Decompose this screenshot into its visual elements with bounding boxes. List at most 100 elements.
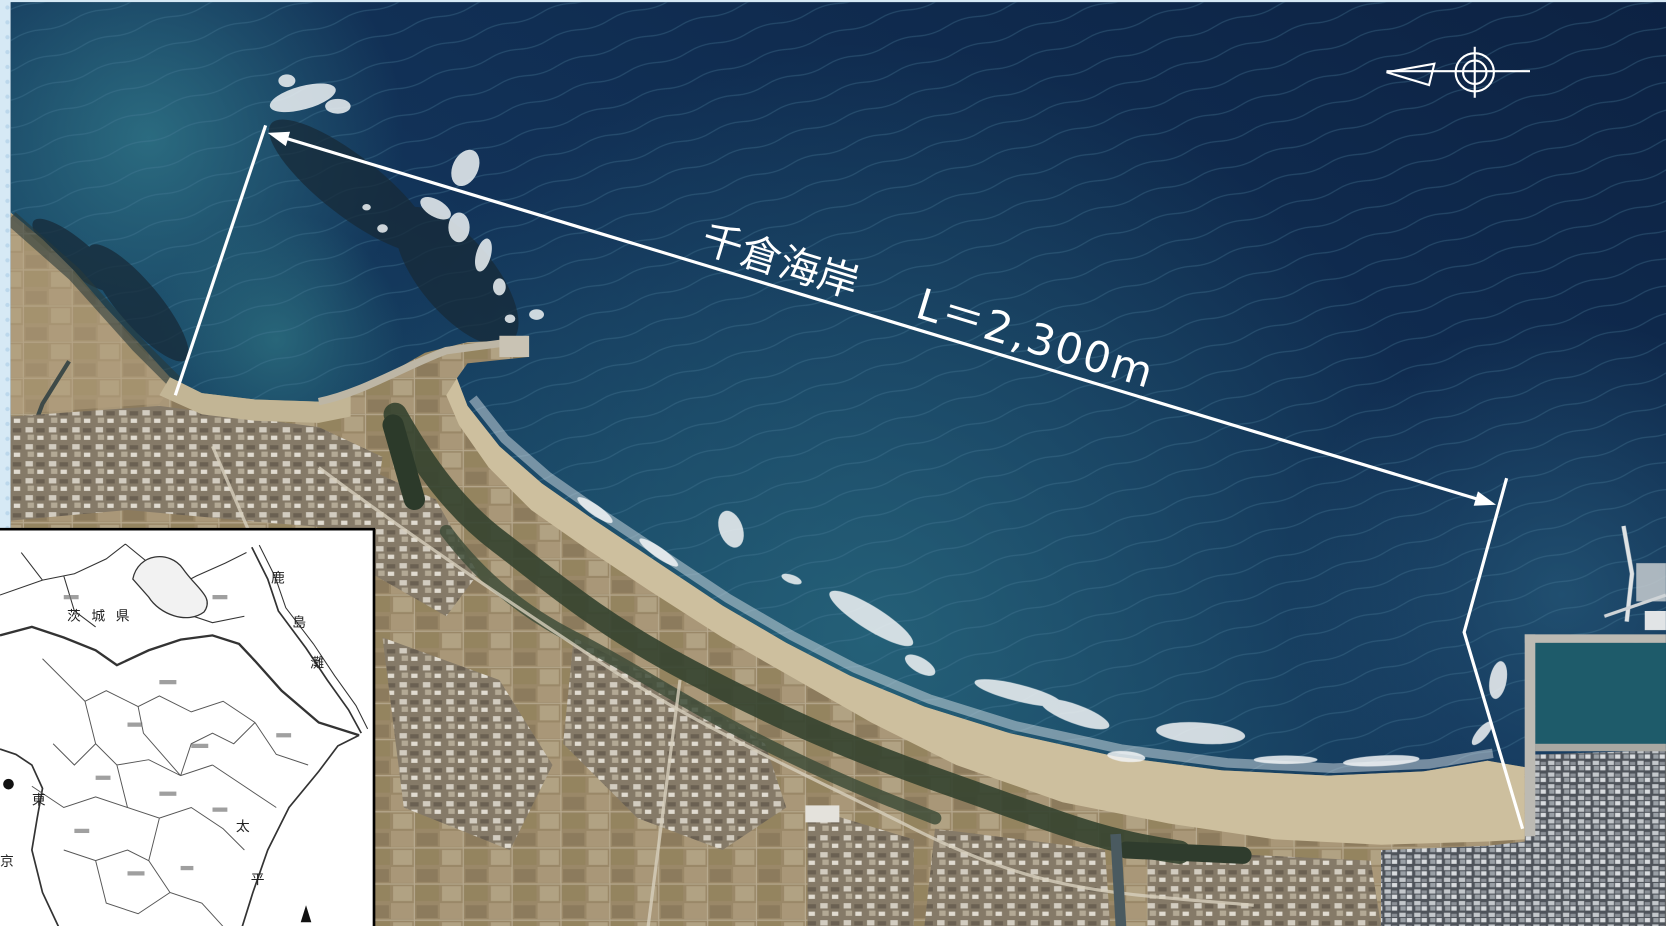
breakwater-tip <box>499 335 530 358</box>
settlement <box>563 637 787 851</box>
tiny-label <box>95 775 111 780</box>
tokyo-label-1: 東 <box>32 792 46 808</box>
foam-patch <box>529 309 544 320</box>
port-building <box>1644 610 1666 631</box>
chikura-location-marker <box>300 905 312 923</box>
tokyo-bay-coast <box>0 748 60 926</box>
foam-patch <box>1107 750 1146 763</box>
foam-patch <box>448 212 470 243</box>
foam-patch <box>829 590 914 647</box>
tiny-label <box>276 733 292 738</box>
reef-rock <box>32 218 117 292</box>
breakwater <box>318 336 527 406</box>
white-building <box>805 805 840 823</box>
pine-forest-belt <box>382 414 425 511</box>
foam-patch <box>504 314 516 324</box>
river-channel <box>1110 833 1127 926</box>
surf-foam <box>577 497 1508 767</box>
extent-bracket-left <box>173 124 268 396</box>
foam-patch <box>904 654 936 676</box>
ibaraki-label: 茨城県 <box>67 609 140 625</box>
inland-road <box>646 679 682 926</box>
port-structures <box>1603 525 1666 631</box>
kashimanada-label-1: 鹿 <box>271 569 285 586</box>
foam-patch <box>493 278 506 296</box>
rocky-coast <box>10 212 181 388</box>
foam-patch <box>325 98 351 114</box>
foam-patch <box>1253 755 1318 764</box>
settlement <box>340 456 479 617</box>
upper-left-fields <box>10 217 176 415</box>
tiny-label <box>191 743 209 749</box>
pier <box>1621 525 1635 622</box>
kasumigaura-lake <box>132 556 208 619</box>
foam-patch <box>420 197 451 220</box>
harbor-inner-wall <box>1535 743 1666 752</box>
reef-foam <box>269 74 544 324</box>
inset-map-lines <box>0 543 369 926</box>
extent-dimension-line <box>277 134 1486 504</box>
kashimanada-label-3: 灘 <box>310 655 324 671</box>
foam-patch <box>362 204 371 211</box>
foam-patch <box>278 74 296 88</box>
coastal-road <box>317 466 1254 907</box>
foam-patch <box>781 573 802 585</box>
arrowhead-left <box>267 131 291 147</box>
pacific-label-2: 平 <box>251 872 265 888</box>
tiny-label <box>159 791 177 796</box>
tiny-label <box>159 680 177 685</box>
pier <box>1603 593 1666 618</box>
reef-rock <box>87 244 189 362</box>
industrial-area <box>1147 850 1382 926</box>
location-inset-map: 茨城県 鹿 島 灘 東 京 太 平 <box>0 527 376 926</box>
inset-tiny-labels <box>63 595 292 876</box>
foam-patch <box>1041 698 1110 730</box>
town <box>1381 750 1666 926</box>
tiny-label <box>63 595 79 600</box>
foam-patch <box>718 510 744 548</box>
north-arrow-pointer <box>1386 62 1436 87</box>
foam-patch <box>1489 661 1508 699</box>
tiny-label <box>127 722 143 727</box>
foam-patch <box>974 679 1062 707</box>
tokyo-label-2: 京 <box>0 854 14 870</box>
port-building <box>1636 563 1666 602</box>
surf-line <box>469 395 1494 773</box>
harbor-north-wall <box>1524 634 1666 643</box>
settlement <box>10 405 383 532</box>
tiny-label <box>180 865 194 871</box>
arrowhead-right <box>1473 491 1496 506</box>
foam-patch <box>377 224 388 233</box>
tiny-label <box>74 828 90 834</box>
north-arrow-icon <box>1386 46 1530 98</box>
kashima-coastline <box>251 546 362 734</box>
foam-patch <box>451 149 480 187</box>
tone-river-boundary <box>0 625 360 737</box>
settlement <box>807 807 914 926</box>
foam-patch <box>1343 755 1420 767</box>
tree-belts <box>382 402 1252 864</box>
settlement <box>382 637 553 851</box>
harbor-west-wall <box>1524 634 1536 837</box>
coastal-railway <box>258 544 369 730</box>
tiny-label <box>212 807 228 812</box>
pine-forest-belt <box>439 524 942 825</box>
foam-patch <box>639 538 679 567</box>
chikura-beach <box>446 378 1525 845</box>
pine-forest-belt <box>1117 841 1252 864</box>
settlements <box>10 405 1382 926</box>
tiny-label <box>212 595 228 600</box>
rocky-reef <box>32 119 519 362</box>
foam-patch <box>1156 722 1246 745</box>
pine-forest-belt <box>383 402 1192 864</box>
pacific-label-1: 太 <box>236 819 250 835</box>
extent-bracket-right <box>1462 477 1525 830</box>
foam-patch <box>577 497 613 523</box>
harbor-basin <box>1535 642 1666 746</box>
harbor <box>1524 634 1666 837</box>
left-beach <box>159 377 351 423</box>
foam-patch <box>1471 721 1493 746</box>
foam-patch <box>269 83 336 113</box>
chiba-east-coast <box>241 734 360 926</box>
